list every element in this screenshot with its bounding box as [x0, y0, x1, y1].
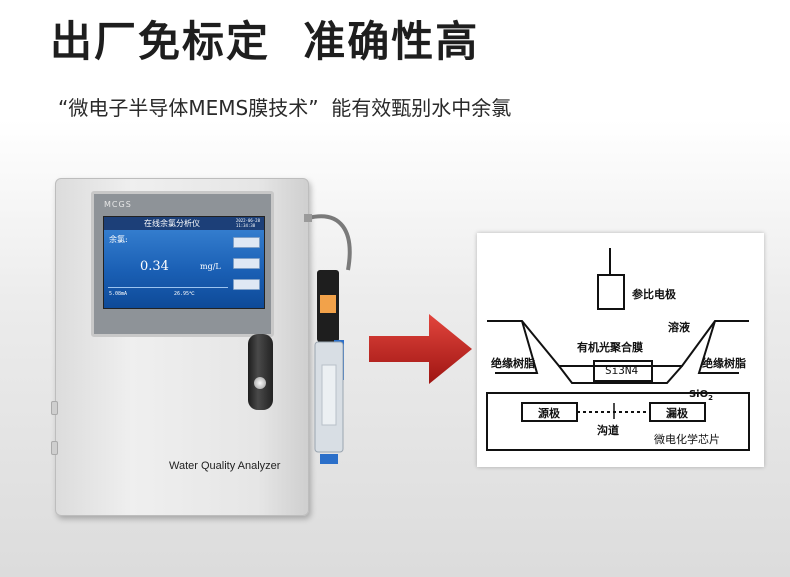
screen-button-2[interactable]	[233, 258, 260, 269]
screen-divider	[108, 287, 228, 288]
touch-screen[interactable]: 在线余氯分析仪 2022-06-28 11:34:38 余氯: 0.34 mg/…	[103, 216, 265, 309]
membrane-outline	[558, 365, 683, 384]
right-resin-outline	[697, 320, 739, 374]
screen-time: 11:34:38	[235, 223, 256, 228]
reading-label: 余氯:	[109, 235, 128, 244]
reference-electrode-label: 参比电极	[632, 288, 676, 301]
sensor-cable	[307, 214, 352, 271]
left-resin-outline	[495, 320, 539, 374]
chip-label: 微电化学芯片	[654, 433, 720, 446]
sio2-text: SiO	[688, 389, 709, 400]
screen-button-3[interactable]	[233, 279, 260, 290]
channel-label: 沟道	[597, 424, 619, 437]
current-output: 5.08mA	[109, 291, 128, 297]
device-label: Water Quality Analyzer	[169, 460, 281, 472]
solution-label: 溶液	[668, 321, 690, 334]
source-label: 源极	[538, 407, 560, 420]
solution-well-outline	[487, 320, 749, 367]
analyzer-cabinet: MCGS 在线余氯分析仪 2022-06-28 11:34:38 余氯: 0.3…	[51, 178, 309, 516]
screen-datetime: 2022-06-28 11:34:38	[236, 218, 260, 228]
sio2-subscript: 2	[708, 394, 713, 402]
flow-cell-window	[321, 364, 337, 426]
si3n4-label: Si3N4	[605, 364, 639, 377]
temperature-reading: 26.95℃	[174, 291, 195, 297]
cable-gland-side	[304, 214, 312, 222]
sio2-label: SiO2	[675, 378, 713, 413]
drain-label: 漏极	[666, 407, 688, 420]
arrow-icon	[369, 314, 472, 384]
si3n4-layer	[593, 360, 653, 382]
membrane-label: 有机光聚合膜	[577, 341, 643, 354]
headline: 出厂免标定 准确性高	[50, 17, 480, 66]
sensor-structure-diagram: 参比电极 溶液 有机光聚合膜 绝缘树脂 绝缘树脂 Si3N4 SiO2 源极 漏…	[477, 233, 764, 467]
reference-electrode	[597, 274, 625, 310]
screen-title-bar	[104, 217, 264, 230]
cable-gland	[51, 441, 58, 455]
arrow-shape	[369, 314, 472, 384]
outlet-fitting	[320, 454, 338, 464]
screen-button-1[interactable]	[233, 237, 260, 248]
cable-gland	[51, 401, 58, 415]
display-bezel: MCGS 在线余氯分析仪 2022-06-28 11:34:38 余氯: 0.3…	[91, 191, 274, 337]
screen-title: 在线余氯分析仪	[144, 219, 200, 228]
insulating-resin-right-label: 绝缘树脂	[702, 357, 746, 370]
lock-knob[interactable]	[254, 377, 266, 389]
diagram-lines	[486, 248, 750, 451]
bezel-brand: MCGS	[104, 200, 132, 209]
subheadline: “微电子半导体MEMS膜技术” 能有效甄别水中余氯	[58, 96, 512, 120]
probe-band	[320, 295, 336, 313]
door-handle[interactable]	[248, 334, 273, 410]
sensor-assembly	[304, 214, 352, 464]
insulating-resin-left-label: 绝缘树脂	[491, 357, 535, 370]
chip-substrate	[486, 392, 750, 451]
screen-date: 2022-06-28	[235, 218, 260, 223]
reading-value: 0.34	[140, 259, 169, 274]
reading-unit: mg/L	[200, 262, 221, 271]
